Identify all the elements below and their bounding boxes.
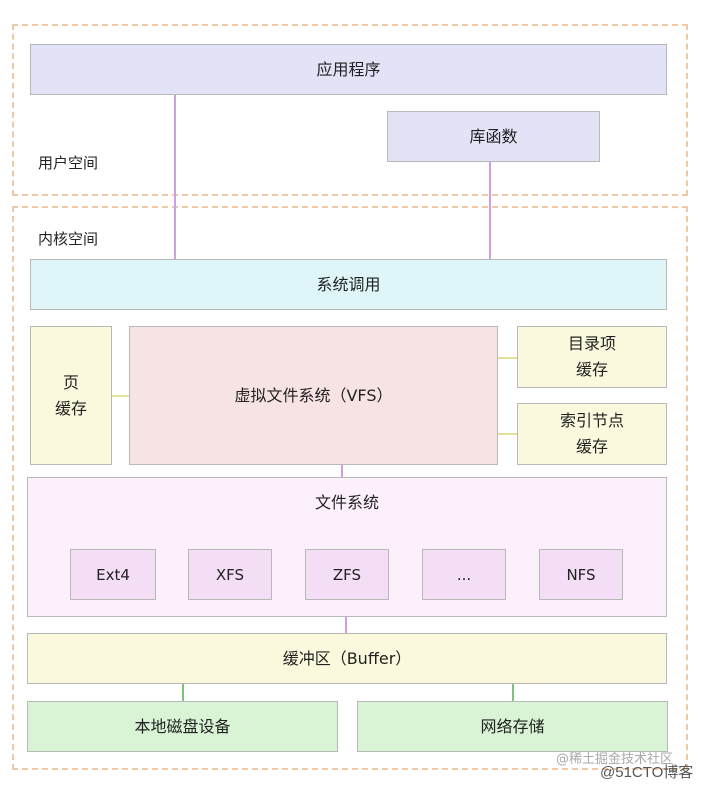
buffer-to-network-line	[512, 684, 514, 701]
kernel-space-label: 内核空间	[38, 230, 99, 248]
fs-item-label: XFS	[215, 565, 245, 584]
buffer-to-disk-line	[182, 684, 184, 701]
buffer-box: 缓冲区（Buffer）	[27, 633, 667, 684]
juejin-watermark: @稀土掘金技术社区	[556, 752, 674, 767]
kernel-space-region	[12, 206, 688, 770]
library-label: 库函数	[469, 126, 518, 146]
inode-cache-box: 索引节点 缓存	[517, 403, 667, 465]
fs-item-nfs: NFS	[539, 549, 623, 600]
cto-watermark: @51CTO博客	[600, 764, 694, 781]
syscall-box: 系统调用	[30, 259, 667, 310]
vfs-box: 虚拟文件系统（VFS）	[129, 326, 498, 465]
fs-item-label: ZFS	[332, 565, 362, 584]
app-to-syscall-line	[174, 95, 176, 259]
filesystem-to-buffer-line	[345, 617, 347, 633]
local-disk-box: 本地磁盘设备	[27, 701, 338, 752]
pagecache-to-vfs-line	[112, 395, 129, 397]
library-box: 库函数	[387, 111, 600, 162]
page-cache-box: 页 缓存	[30, 326, 112, 465]
dentry-cache-box: 目录项 缓存	[517, 326, 667, 388]
vfs-label: 虚拟文件系统（VFS）	[234, 385, 393, 405]
network-storage-box: 网络存储	[357, 701, 668, 752]
dentry-cache-label: 目录项 缓存	[567, 334, 616, 379]
buffer-label: 缓冲区（Buffer）	[282, 648, 412, 668]
fs-item-more: ...	[422, 549, 506, 600]
user-space-label: 用户空间	[38, 154, 99, 172]
network-storage-label: 网络存储	[480, 716, 545, 736]
user-space-region	[12, 24, 688, 196]
fs-item-label: Ext4	[96, 565, 130, 584]
vfs-to-inode-line	[498, 433, 517, 435]
vfs-to-dentry-line	[498, 357, 517, 359]
application-label: 应用程序	[316, 59, 381, 79]
filesystem-label: 文件系统	[314, 493, 379, 512]
application-box: 应用程序	[30, 44, 667, 95]
fs-item-label: NFS	[566, 565, 596, 584]
fs-item-label: ...	[456, 565, 472, 584]
library-to-syscall-line	[489, 162, 491, 259]
fs-item-zfs: ZFS	[305, 549, 389, 600]
page-cache-label: 页 缓存	[54, 372, 87, 418]
fs-item-xfs: XFS	[188, 549, 272, 600]
vfs-to-filesystem-line	[341, 465, 343, 477]
inode-cache-label: 索引节点 缓存	[559, 411, 624, 456]
syscall-label: 系统调用	[316, 274, 381, 294]
fs-item-ext4: Ext4	[70, 549, 156, 600]
local-disk-label: 本地磁盘设备	[134, 716, 231, 736]
